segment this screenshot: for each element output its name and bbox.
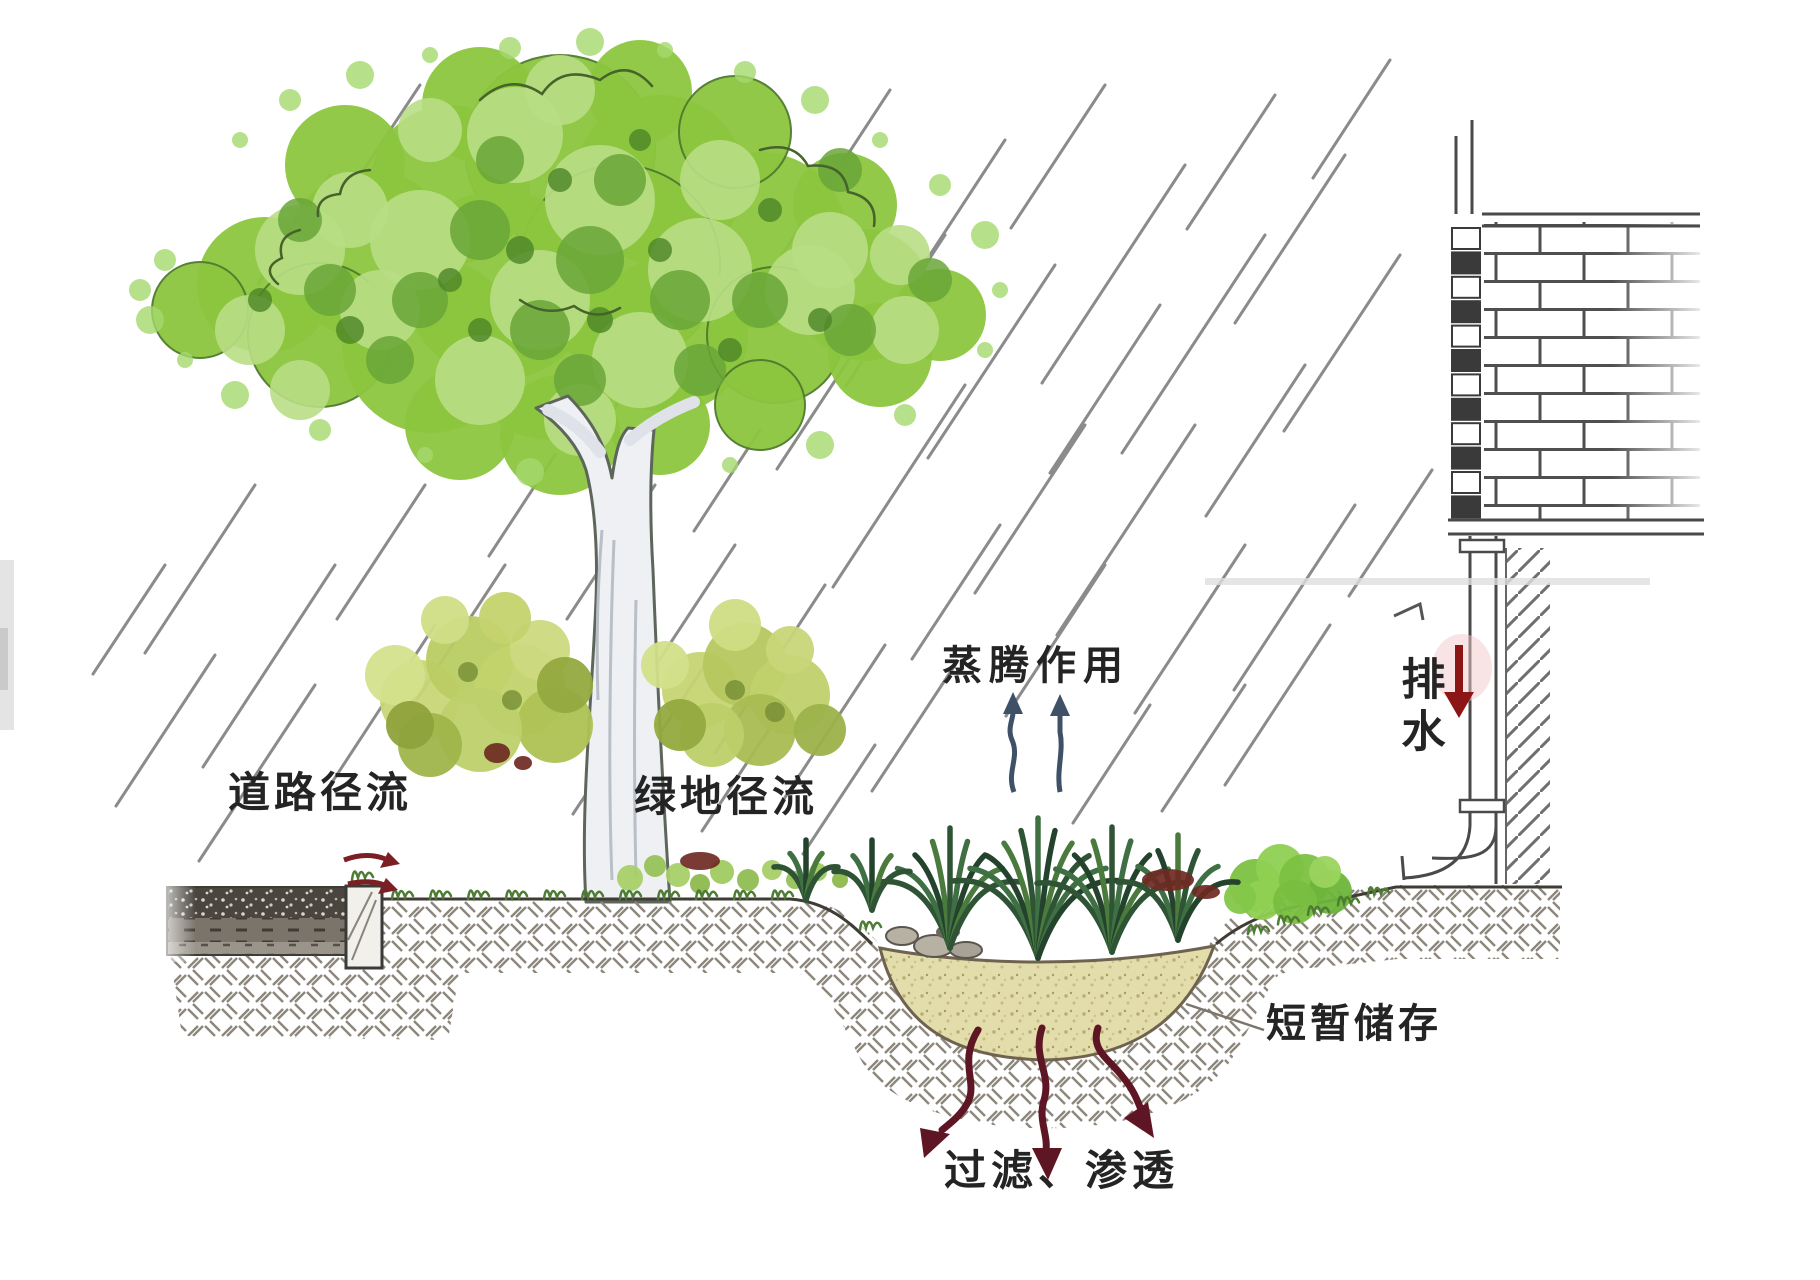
label-drainage: 排水 [1393, 656, 1445, 760]
storage-leader-line [1185, 1002, 1265, 1032]
curb-stone [344, 884, 384, 970]
tree-canopy [129, 28, 1008, 495]
road-subgrade-hatch [170, 954, 460, 1040]
road-base-layer [168, 918, 346, 942]
pipe-bracket [1458, 538, 1506, 554]
wall-edge-blocks [1451, 227, 1481, 519]
filter-media-basin [877, 944, 1217, 1062]
eraser-smear [1205, 578, 1650, 585]
road-subbase-layer [168, 942, 346, 954]
tree [129, 28, 1008, 904]
downspout [1400, 536, 1550, 884]
transpiration-arrows [1003, 692, 1070, 793]
tree-branches [542, 396, 700, 458]
mulch-accents [484, 743, 1220, 899]
tree-trunk [534, 394, 700, 904]
label-filtration-infiltration: 过滤、渗透 [944, 1146, 1180, 1195]
drainage-arrow-red [1432, 634, 1492, 718]
wall-section-hatch [1506, 548, 1550, 884]
infiltration-arrows [920, 1024, 1154, 1180]
stray-mark [1393, 601, 1425, 621]
road-runoff-arrows [343, 852, 400, 894]
label-road-runoff: 道路径流 [228, 768, 413, 817]
label-green-space-runoff: 绿地径流 [634, 772, 819, 821]
canopy-outline [268, 69, 876, 316]
label-temporary-storage: 短暂储存 [1266, 1001, 1442, 1047]
pipe-bracket [1458, 798, 1506, 814]
ground-section [150, 880, 1562, 1129]
asphalt-layer [168, 888, 346, 918]
flow-arrows [343, 692, 1265, 1180]
building-wall [1448, 120, 1708, 536]
vegetation [350, 592, 1391, 961]
left-edge-artifact [0, 560, 14, 730]
label-transpiration: 蒸腾作用 [942, 643, 1130, 689]
